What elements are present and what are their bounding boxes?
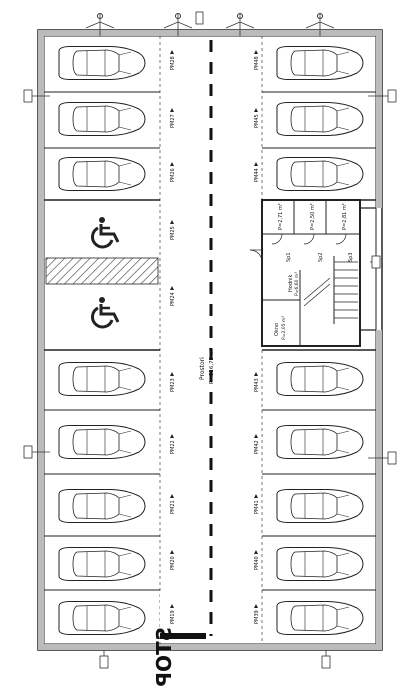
parking-space-label: PM48	[254, 56, 260, 70]
parking-space-label: PM41	[254, 500, 260, 514]
top-section-markers	[85, 11, 335, 36]
left-cars	[58, 46, 146, 635]
space-arrow-icon	[254, 50, 258, 54]
space-arrow-icon	[254, 162, 258, 166]
parking-space-label: PM22	[170, 440, 176, 454]
space-arrow-icon	[170, 434, 174, 438]
wheelchair-icon	[90, 295, 120, 329]
parking-space-label: PM44	[254, 168, 260, 182]
parking-space-label: PM28	[170, 56, 176, 70]
parking-space-label: PM43	[254, 378, 260, 392]
ksp1-area: P=2,71 m²	[278, 203, 284, 230]
area-value: P=816,73 m²	[208, 348, 215, 384]
space-arrow-icon	[170, 50, 174, 54]
hodnik-area: P=6,60 m²	[294, 272, 300, 296]
area-label: Prostori P=816,73 m²	[199, 348, 215, 384]
space-arrow-icon	[170, 162, 174, 166]
space-arrow-icon	[170, 220, 174, 224]
space-arrow-icon	[254, 604, 258, 608]
okno-area: P=2,05 m²	[281, 316, 287, 340]
stop-text: STOP	[152, 627, 176, 687]
stop-marking: STOP	[152, 594, 206, 687]
parking-space-label: PM21	[170, 500, 176, 514]
ksp2-area: P=2,50 m²	[310, 203, 316, 230]
stair-core	[249, 199, 361, 347]
parking-space-label: PM40	[254, 556, 260, 570]
parking-space-label: PM26	[170, 168, 176, 182]
area-title: Prostori	[199, 357, 206, 380]
parking-space-label: PM27	[170, 114, 176, 128]
space-arrow-icon	[170, 550, 174, 554]
parking-space-label: PM45	[254, 114, 260, 128]
room-labels: P=2,71 m² P=2,50 m² P=2,81 m² Sp1 Sp2 Sp…	[274, 203, 354, 340]
parking-space-label: PM19	[170, 610, 176, 624]
parking-space-label: PM24	[170, 292, 176, 306]
parking-space-label: PM39	[254, 610, 260, 624]
space-arrow-icon	[254, 550, 258, 554]
space-arrow-icon	[254, 372, 258, 376]
sp3-label: Sp3	[348, 252, 354, 262]
ksp3-area: P=2,81 m²	[342, 203, 348, 230]
left-parking-bays	[44, 36, 161, 644]
space-arrow-icon	[170, 372, 174, 376]
sp1-label: Sp1	[286, 252, 292, 262]
okno-label: Okno	[274, 323, 280, 336]
parking-space-label: PM42	[254, 440, 260, 454]
space-arrow-icon	[170, 604, 174, 608]
sp2-label: Sp2	[318, 252, 324, 262]
parking-space-label: PM23	[170, 378, 176, 392]
space-arrow-icon	[170, 286, 174, 290]
space-arrow-icon	[254, 108, 258, 112]
space-arrow-icon	[254, 494, 258, 498]
side-section-markers	[23, 89, 397, 465]
bottom-section-markers	[99, 650, 331, 669]
parking-space-label: PM20	[170, 556, 176, 570]
exterior-walls	[37, 29, 383, 651]
space-arrow-icon	[170, 108, 174, 112]
space-arrow-icon	[254, 434, 258, 438]
space-arrow-icon	[170, 494, 174, 498]
parking-space-label: PM25	[170, 226, 176, 240]
hodnik-label: Hodnik	[288, 274, 294, 292]
wheelchair-icon	[90, 215, 120, 249]
